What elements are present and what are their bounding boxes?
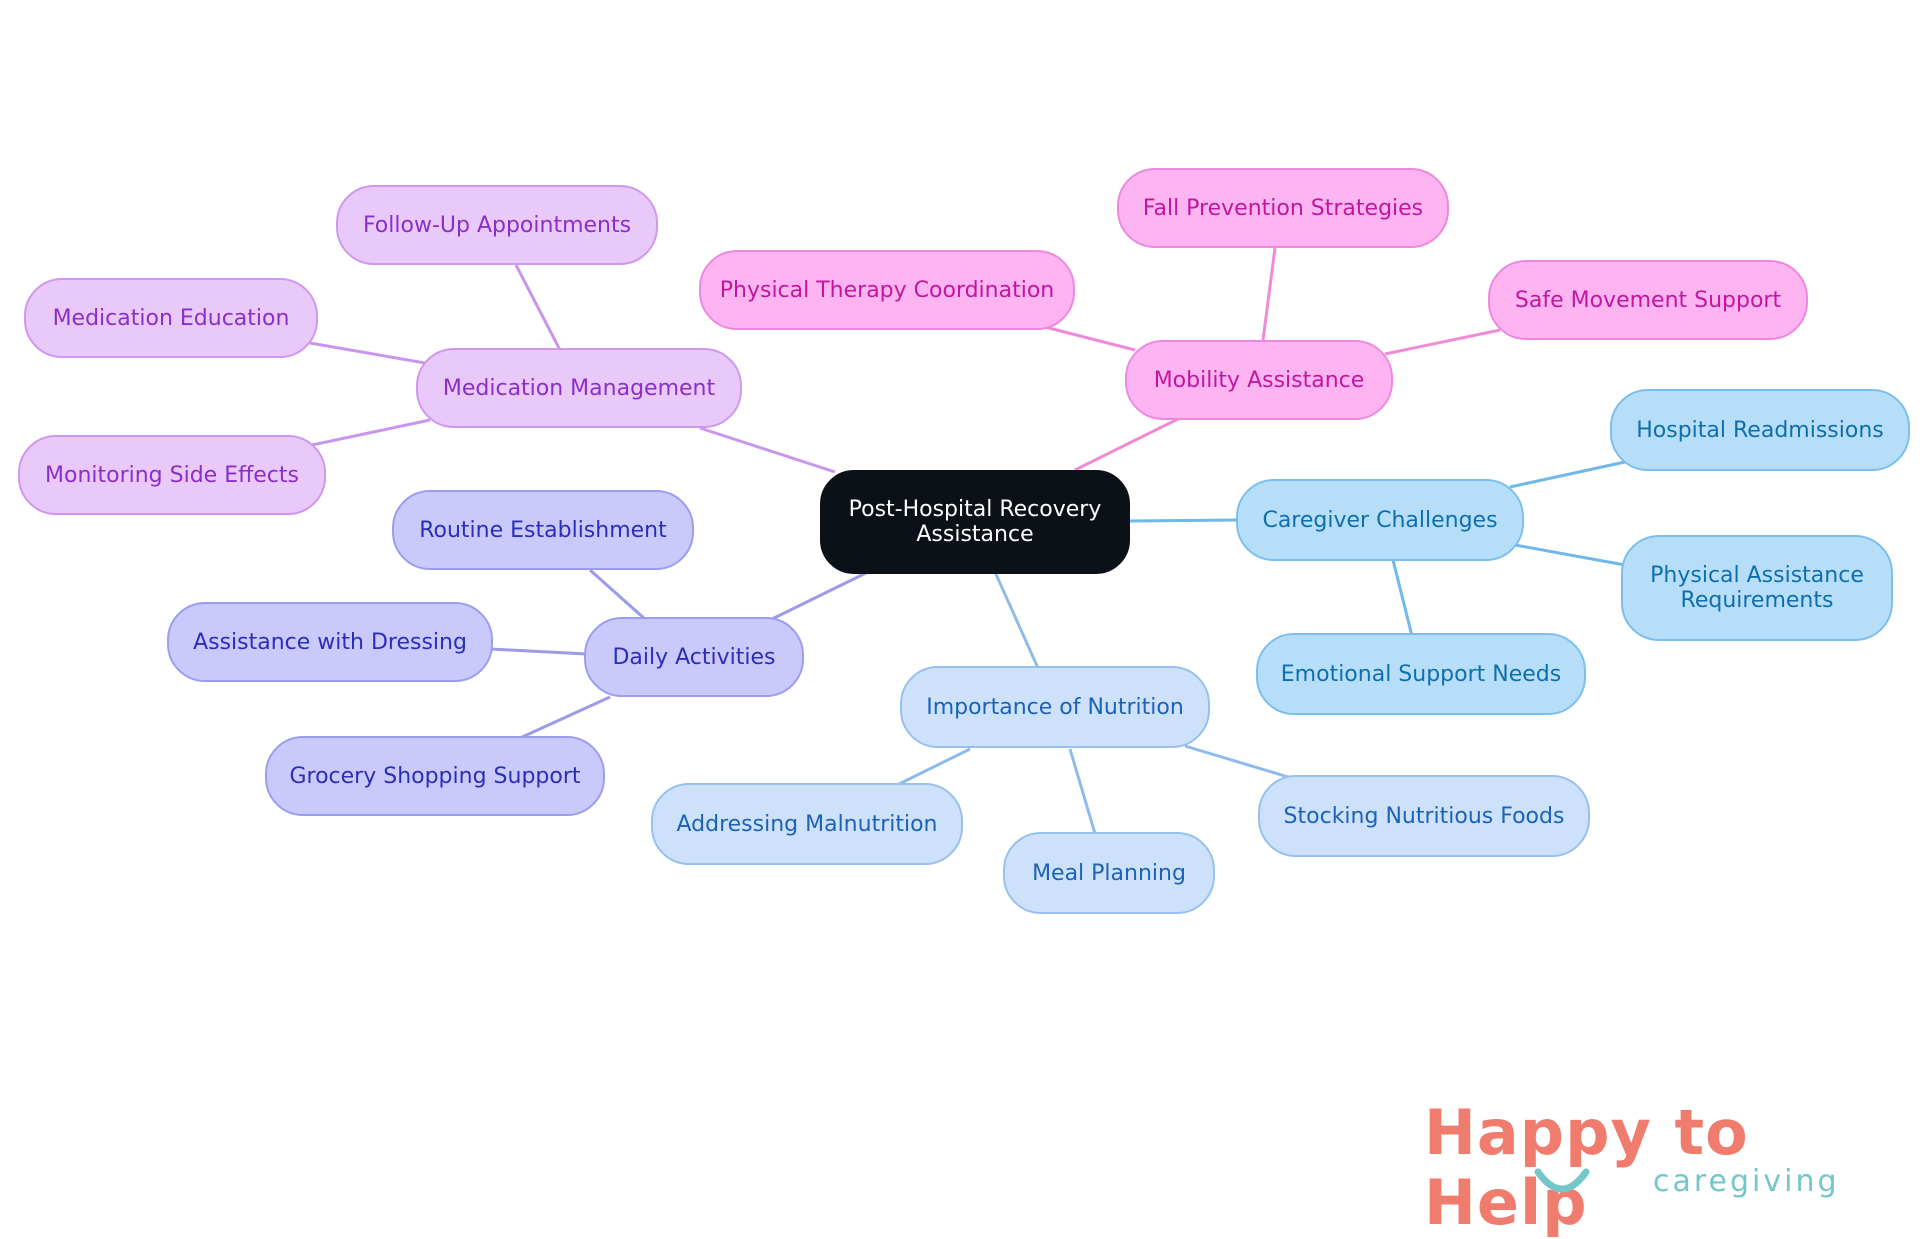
edge-medication-education bbox=[309, 341, 426, 365]
edge-nutrition-mealplanning bbox=[1068, 748, 1098, 838]
edge-caregiver-physical bbox=[1514, 543, 1626, 567]
node-daily-activities[interactable]: Daily Activities bbox=[584, 617, 804, 697]
node-monitoring-side-effects[interactable]: Monitoring Side Effects bbox=[18, 435, 326, 515]
node-fall-prevention-strategies[interactable]: Fall Prevention Strategies bbox=[1117, 168, 1449, 248]
edge-root-caregiver bbox=[1127, 518, 1241, 523]
happy-to-help-logo: Happy to Help caregiving bbox=[1424, 1098, 1884, 1238]
physical-assistance-line1: Physical Assistance bbox=[1650, 563, 1864, 588]
node-follow-up-appointments[interactable]: Follow-Up Appointments bbox=[336, 185, 658, 265]
node-emotional-support-needs[interactable]: Emotional Support Needs bbox=[1256, 633, 1586, 715]
root-label-line1: Post-Hospital Recovery bbox=[848, 497, 1102, 522]
node-physical-assistance-requirements[interactable]: Physical Assistance Requirements bbox=[1621, 535, 1893, 641]
node-medication-education[interactable]: Medication Education bbox=[24, 278, 318, 358]
node-stocking-nutritious-foods[interactable]: Stocking Nutritious Foods bbox=[1258, 775, 1590, 857]
node-physical-therapy-coordination[interactable]: Physical Therapy Coordination bbox=[699, 250, 1075, 330]
smile-icon bbox=[1534, 1168, 1590, 1193]
edge-root-daily bbox=[769, 570, 869, 622]
node-importance-of-nutrition[interactable]: Importance of Nutrition bbox=[900, 666, 1210, 748]
node-caregiver-challenges[interactable]: Caregiver Challenges bbox=[1236, 479, 1524, 561]
node-routine-establishment[interactable]: Routine Establishment bbox=[392, 490, 694, 570]
logo-word-caregiving: caregiving bbox=[1653, 1164, 1840, 1199]
edge-caregiver-readmissions bbox=[1509, 460, 1626, 489]
node-assistance-with-dressing[interactable]: Assistance with Dressing bbox=[167, 602, 493, 682]
edge-daily-grocery bbox=[519, 695, 611, 740]
edge-nutrition-stocking bbox=[1184, 744, 1296, 781]
root-label-line2: Assistance bbox=[916, 522, 1034, 547]
edge-nutrition-malnutrition bbox=[892, 747, 971, 789]
edge-mobility-fall bbox=[1261, 247, 1277, 341]
node-meal-planning[interactable]: Meal Planning bbox=[1003, 832, 1215, 914]
edge-mobility-safe bbox=[1384, 328, 1501, 356]
edge-medication-followup bbox=[514, 264, 562, 351]
edge-root-mobility bbox=[1074, 416, 1181, 472]
edge-daily-dressing bbox=[489, 647, 588, 656]
edge-medication-sideeffects bbox=[311, 418, 431, 447]
node-addressing-malnutrition[interactable]: Addressing Malnutrition bbox=[651, 783, 963, 865]
edge-root-medication bbox=[699, 426, 836, 474]
node-hospital-readmissions[interactable]: Hospital Readmissions bbox=[1610, 389, 1910, 471]
node-mobility-assistance[interactable]: Mobility Assistance bbox=[1125, 340, 1393, 420]
physical-assistance-line2: Requirements bbox=[1680, 588, 1834, 613]
edge-mobility-therapy bbox=[1044, 325, 1136, 352]
edge-root-nutrition bbox=[993, 571, 1040, 669]
node-safe-movement-support[interactable]: Safe Movement Support bbox=[1488, 260, 1808, 340]
edge-daily-routine bbox=[589, 568, 647, 622]
root-node[interactable]: Post-Hospital Recovery Assistance bbox=[820, 470, 1130, 574]
node-medication-management[interactable]: Medication Management bbox=[416, 348, 742, 428]
node-grocery-shopping-support[interactable]: Grocery Shopping Support bbox=[265, 736, 605, 816]
edge-caregiver-emotional bbox=[1391, 559, 1414, 637]
